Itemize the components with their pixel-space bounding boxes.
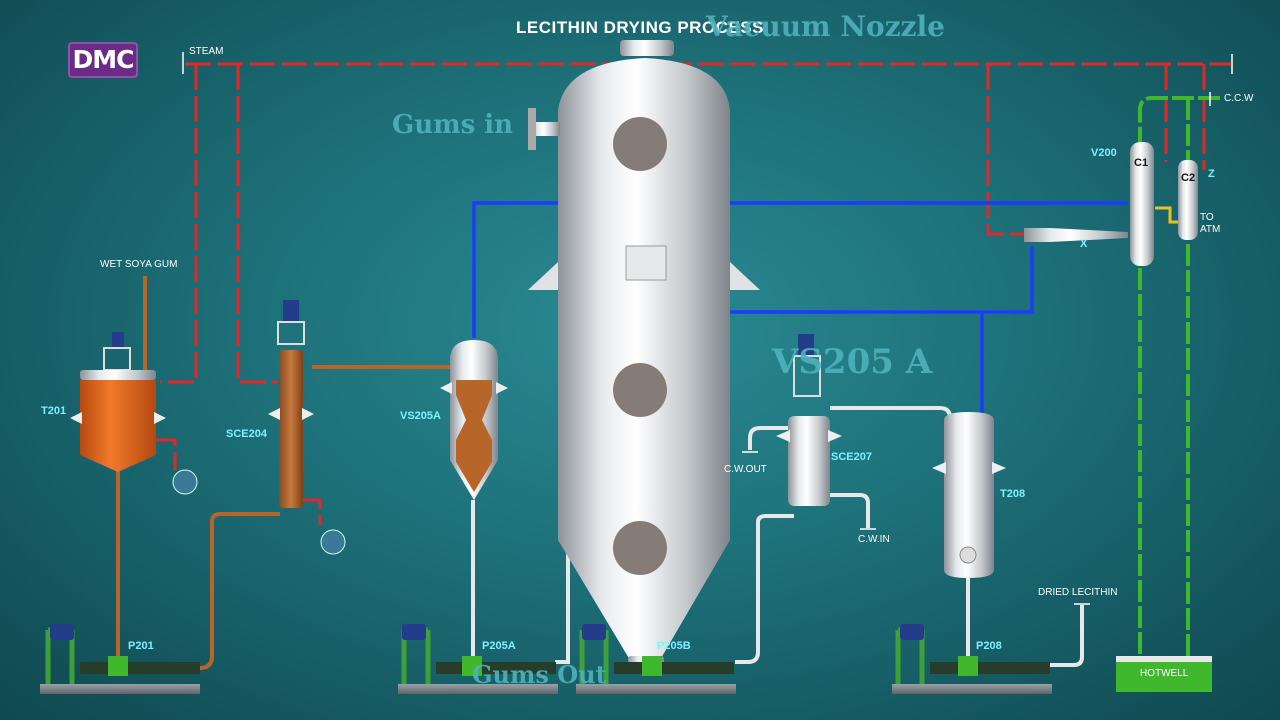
gums-in-label: Gums in	[392, 110, 514, 140]
pump-motor-t201	[172, 469, 198, 495]
pump-p201	[40, 624, 200, 694]
tag-t208: T208	[1000, 488, 1026, 500]
tag-vs205a: VS205A	[400, 410, 441, 422]
tag-p205a: P205A	[482, 640, 516, 652]
tag-p205b: P205B	[657, 640, 691, 652]
gums-out-label: Gums Out	[472, 660, 607, 689]
ccw-label: C.C.W	[1224, 93, 1254, 104]
vacuum-nozzle-label: Vacuum Nozzle	[706, 10, 945, 43]
tank-t208	[932, 412, 1006, 578]
tag-c1: C1	[1134, 157, 1149, 169]
ejector-x	[1024, 228, 1128, 242]
hotwell-tank	[1116, 656, 1212, 692]
vs205a-large-label: VS205 A	[772, 342, 933, 382]
tag-t201: T201	[41, 405, 67, 417]
tag-p201: P201	[128, 640, 154, 652]
process-water-lines	[471, 406, 1084, 667]
heat-exchanger-sce207	[776, 334, 842, 506]
steam-lines	[155, 62, 1232, 525]
tag-z: Z	[1208, 168, 1215, 180]
heat-exchanger-sce204	[268, 300, 314, 508]
vacuum-lines	[472, 201, 1128, 415]
pump-p205a	[398, 624, 558, 694]
to-atm-label: TO ATM	[1200, 212, 1221, 235]
diagram-title: LECITHIN DRYING PROCESS	[516, 18, 764, 37]
condenser-c1	[1130, 142, 1154, 266]
product-lines	[116, 276, 450, 670]
tag-c2: C2	[1181, 172, 1196, 184]
cw-out-label: C.W.OUT	[724, 464, 767, 475]
tag-x: X	[1080, 238, 1088, 250]
pump-motor-sce204	[320, 529, 346, 555]
condensate-link	[1155, 206, 1180, 224]
hotwell-label: HOTWELL	[1140, 668, 1189, 679]
tag-v200: V200	[1091, 147, 1117, 159]
wet-soya-gum-label: WET SOYA GUM	[100, 259, 178, 270]
steam-label: STEAM	[189, 46, 224, 57]
tag-sce207: SCE207	[831, 451, 872, 463]
reactor-t201	[70, 332, 166, 472]
tag-sce204: SCE204	[226, 428, 267, 440]
pump-p208	[892, 624, 1052, 694]
dmc-logo: DMC	[68, 42, 138, 78]
pump-p205b	[576, 624, 736, 694]
cooling-water-lines	[1138, 96, 1220, 656]
condenser-c2	[1178, 160, 1198, 240]
dried-lecithin-label: DRIED LECITHIN	[1038, 587, 1118, 598]
tag-p208: P208	[976, 640, 1002, 652]
cw-in-label: C.W.IN	[858, 534, 890, 545]
separator-vs205a	[440, 340, 508, 500]
main-dryer-vessel	[528, 40, 760, 668]
